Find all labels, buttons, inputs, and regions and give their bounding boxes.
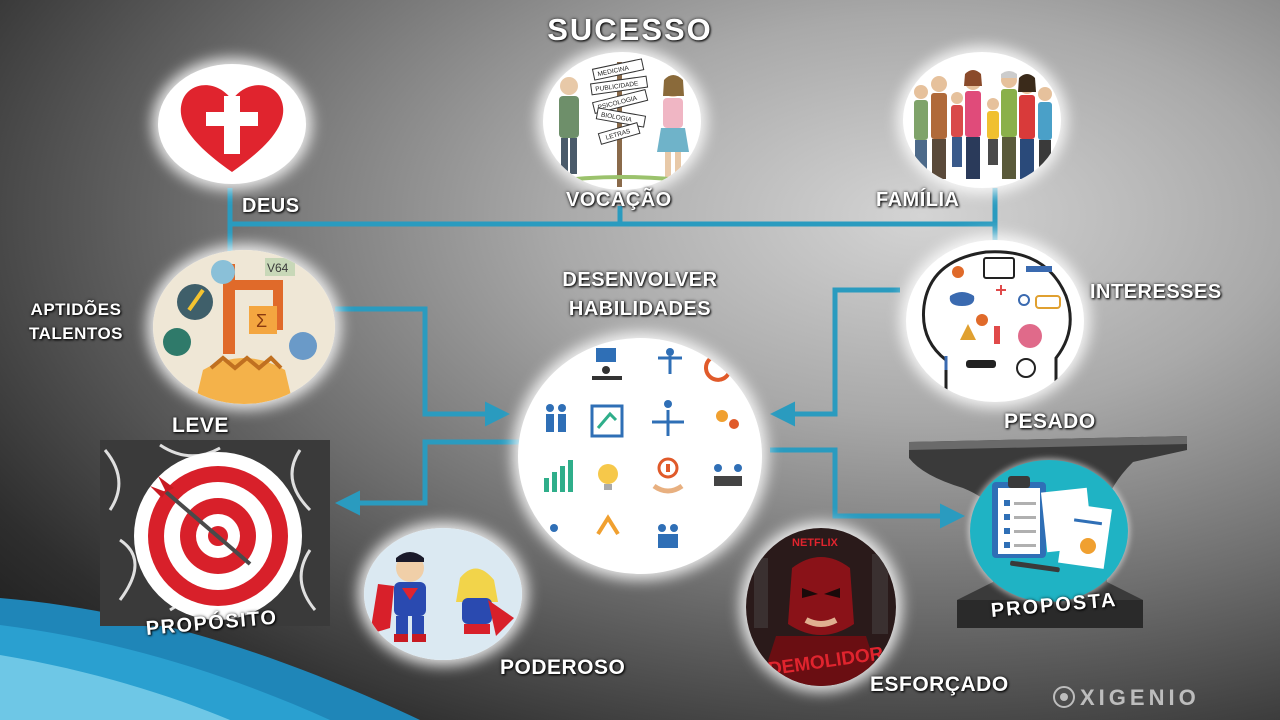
- xigenio-logo: XIGENIO: [1053, 685, 1200, 710]
- habilidades-circle: [518, 338, 762, 574]
- label-esforcado: ESFORÇADO: [870, 673, 1009, 696]
- aptidoes-circle: Σ V64: [153, 250, 335, 404]
- signpost-illustration: MEDICINA PUBLICIDADE PSICOLOGIA BIOLOGIA…: [546, 58, 698, 187]
- esforcado-circle: NETFLIX DEMOLIDOR: [746, 528, 896, 686]
- label-desenvolver-habilidades: DESENVOLVER HABILIDADES: [530, 266, 750, 324]
- label-leve: LEVE: [172, 414, 229, 437]
- label-poderoso: PODEROSO: [500, 656, 626, 679]
- skills-icon-grid: [544, 348, 742, 548]
- family-illustration: [914, 70, 1052, 179]
- netflix-logo: NETFLIX: [792, 537, 838, 549]
- label-vocacao: VOCAÇÃO: [566, 189, 672, 211]
- poderoso-circle: [364, 528, 522, 660]
- xigenio-text: XIGENIO: [1080, 685, 1200, 710]
- target-dart-illustration: [100, 440, 330, 626]
- label-aptidoes-line2: TALENTOS: [28, 324, 124, 343]
- label-aptidoes: APTIDÕES TALENTOS: [14, 298, 138, 346]
- vocacao-circle: MEDICINA PUBLICIDADE PSICOLOGIA BIOLOGIA…: [543, 52, 701, 190]
- title-sucesso: SUCESSO: [547, 12, 713, 47]
- talents-illustration: Σ V64: [153, 250, 335, 404]
- heart-cross-icon: [180, 85, 284, 172]
- interesses-circle: [906, 240, 1084, 402]
- proposito-image: [100, 440, 330, 626]
- clipboard-document-icon: [992, 476, 1112, 573]
- superheroes-illustration: [364, 528, 522, 660]
- label-deus: DEUS: [242, 195, 300, 217]
- label-pesado: PESADO: [1004, 410, 1096, 433]
- label-desenvolver-line1: DESENVOLVER: [562, 269, 718, 291]
- label-interesses: INTERESSES: [1090, 281, 1222, 303]
- proposta-circle: [970, 460, 1128, 602]
- familia-circle: [903, 52, 1061, 188]
- deus-circle: [158, 64, 306, 184]
- label-aptidoes-line1: APTIDÕES: [30, 300, 122, 319]
- label-familia: FAMÍLIA: [876, 189, 960, 211]
- interests-head-illustration: [921, 250, 1072, 390]
- daredevil-illustration: NETFLIX DEMOLIDOR: [746, 528, 896, 686]
- svg-text:Σ: Σ: [256, 311, 267, 331]
- label-desenvolver-line2: HABILIDADES: [568, 298, 712, 320]
- svg-text:V64: V64: [267, 261, 289, 275]
